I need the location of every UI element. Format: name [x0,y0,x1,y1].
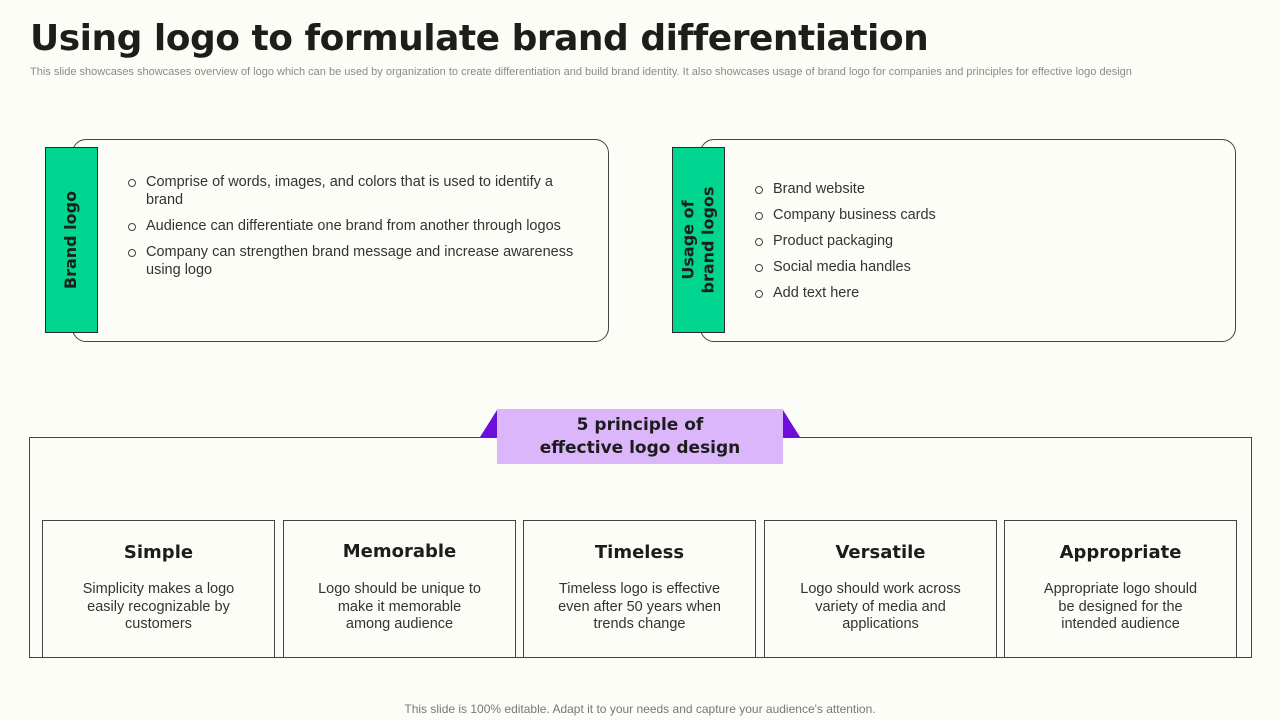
brand-logo-bullet-list: Comprise of words, images, and colors th… [126,173,586,287]
principle-description: Simplicity makes a logo easily recogniza… [82,581,235,632]
usage-bullet: Social media handles [753,258,1193,276]
principle-description: Appropriate logo should be designed for … [1043,581,1198,632]
principle-card-simple: Simple Simplicity makes a logo easily re… [42,520,275,658]
principle-card-appropriate: Appropriate Appropriate logo should be d… [1004,520,1237,658]
usage-bullet: Company business cards [753,206,1193,224]
usage-bullet: Product packaging [753,232,1193,250]
slide-title: Using logo to formulate brand differenti… [30,18,929,59]
principle-card-memorable: Memorable Logo should be unique to make … [283,520,516,658]
usage-tab: Usage of brand logos [672,147,725,333]
slide-subtitle: This slide showcases showcases overview … [30,66,1132,78]
usage-card [700,139,1236,342]
principles-banner: 5 principle of effective logo design [497,409,783,464]
brand-logo-tab: Brand logo [45,147,98,333]
slide-footer: This slide is 100% editable. Adapt it to… [404,702,876,716]
principle-heading: Appropriate [1059,542,1182,563]
banner-fold-left [480,410,497,437]
principle-card-timeless: Timeless Timeless logo is effective even… [523,520,756,658]
usage-bullet-list: Brand website Company business cards Pro… [753,180,1193,310]
brand-logo-card [72,139,609,342]
brand-logo-bullet: Company can strengthen brand message and… [126,243,586,279]
usage-tab-label: Usage of brand logos [678,186,718,294]
principles-banner-line1: 5 principle of [576,414,704,435]
principle-heading: Timeless [594,542,685,563]
principle-card-versatile: Versatile Logo should work across variet… [764,520,997,658]
principle-description: Logo should work across variety of media… [800,581,961,632]
principle-description: Timeless logo is effective even after 50… [558,581,721,632]
principle-heading: Versatile [835,542,926,563]
banner-fold-right [783,410,800,437]
brand-logo-bullet: Audience can differentiate one brand fro… [126,217,586,235]
brand-logo-tab-label: Brand logo [61,190,81,290]
usage-bullet: Brand website [753,180,1193,198]
brand-logo-bullet: Comprise of words, images, and colors th… [126,173,586,209]
principle-heading: Memorable [342,541,457,562]
principle-heading: Simple [123,542,194,563]
usage-bullet: Add text here [753,284,1193,302]
principles-banner-line2: effective logo design [539,437,741,458]
principle-description: Logo should be unique to make it memorab… [318,581,481,632]
